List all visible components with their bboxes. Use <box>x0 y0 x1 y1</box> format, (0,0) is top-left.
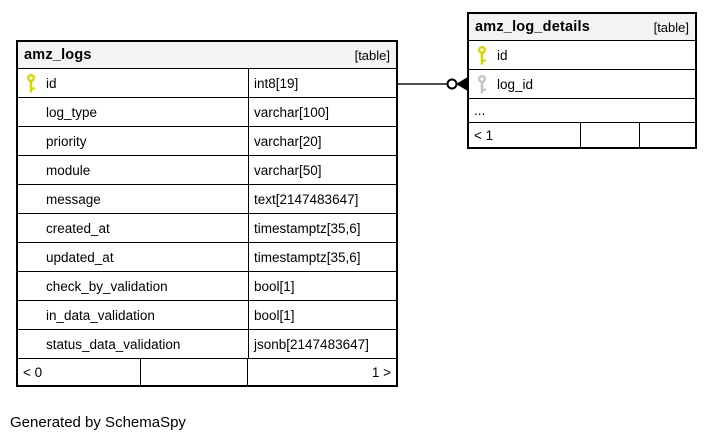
table-amz_log_details: amz_log_details [table] id log_id... < 1 <box>467 12 697 149</box>
column-name-cell: priority <box>18 127 248 155</box>
column-row-log_type[interactable]: log_type varchar[100] <box>18 98 396 127</box>
column-type: timestamptz[35,6] <box>248 243 396 271</box>
column-row-module[interactable]: module varchar[50] <box>18 156 396 185</box>
column-name: priority <box>46 133 87 149</box>
crows-foot-icon <box>456 77 467 91</box>
column-name: check_by_validation <box>46 278 168 294</box>
column-name-cell: updated_at <box>18 243 248 271</box>
footer-right-cell <box>639 123 695 147</box>
column-name-cell: id <box>469 41 695 69</box>
column-name: status_data_validation <box>46 336 181 352</box>
generator-note: Generated by SchemaSpy <box>10 414 186 431</box>
column-type: varchar[20] <box>248 127 396 155</box>
column-type: bool[1] <box>248 272 396 300</box>
column-row-in_data_validation[interactable]: in_data_validation bool[1] <box>18 301 396 330</box>
column-name: id <box>46 75 57 91</box>
column-type: jsonb[2147483647] <box>248 330 396 358</box>
column-name: log_type <box>46 104 98 120</box>
column-name: message <box>46 191 101 207</box>
column-row-updated_at[interactable]: updated_at timestamptz[35,6] <box>18 243 396 272</box>
column-name-cell: check_by_validation <box>18 272 248 300</box>
column-name-cell: created_at <box>18 214 248 242</box>
column-name-cell: in_data_validation <box>18 301 248 329</box>
table-name: amz_log_details <box>475 19 591 35</box>
table-footer-amz_logs: < 0 1 > <box>18 359 396 385</box>
column-row-id[interactable]: id <box>469 41 695 70</box>
column-name-cell: ... <box>469 99 695 122</box>
table-header-amz_log_details[interactable]: amz_log_details [table] <box>469 14 695 41</box>
column-name-cell: id <box>18 69 248 97</box>
column-row-status_data_validation[interactable]: status_data_validation jsonb[2147483647] <box>18 330 396 359</box>
column-type: varchar[50] <box>248 156 396 184</box>
column-name: created_at <box>46 220 110 236</box>
footer-middle-cell <box>140 359 247 385</box>
column-name-cell: log_id <box>469 70 695 98</box>
column-name-cell: message <box>18 185 248 213</box>
table-footer-amz_log_details: < 1 <box>469 123 695 147</box>
footer-parents-count: 1 > <box>247 359 396 385</box>
column-name-cell: log_type <box>18 98 248 126</box>
foreign-key-icon <box>478 74 486 93</box>
column-type: timestamptz[35,6] <box>248 214 396 242</box>
column-type: bool[1] <box>248 301 396 329</box>
primary-key-icon <box>27 73 35 92</box>
table-name: amz_logs <box>24 47 92 63</box>
footer-children-count: < 0 <box>23 364 43 380</box>
column-name: in_data_validation <box>46 307 155 323</box>
column-name-cell: module <box>18 156 248 184</box>
column-type: varchar[100] <box>248 98 396 126</box>
column-row-message[interactable]: message text[2147483647] <box>18 185 396 214</box>
footer-children-count: < 1 <box>474 127 494 143</box>
table-badge: [table] <box>653 19 689 35</box>
column-type: int8[19] <box>248 69 396 97</box>
column-name: module <box>46 162 91 178</box>
column-name: id <box>497 47 508 63</box>
column-row-priority[interactable]: priority varchar[20] <box>18 127 396 156</box>
column-list-amz_logs: id int8[19] log_type varchar[100] priority va… <box>18 69 396 359</box>
zero-circle-marker-icon <box>446 78 458 90</box>
column-name: log_id <box>497 76 534 92</box>
column-row-log_id[interactable]: log_id <box>469 70 695 99</box>
table-header-amz_logs[interactable]: amz_logs [table] <box>18 42 396 69</box>
ellipsis-row[interactable]: ... <box>469 99 695 123</box>
column-list-amz_log_details: id log_id... <box>469 41 695 123</box>
column-row-check_by_validation[interactable]: check_by_validation bool[1] <box>18 272 396 301</box>
column-name: ... <box>474 103 486 118</box>
column-name-cell: status_data_validation <box>18 330 248 358</box>
primary-key-icon-slot <box>26 73 36 93</box>
footer-middle-cell <box>580 123 639 147</box>
primary-key-icon <box>478 45 486 64</box>
column-row-created_at[interactable]: created_at timestamptz[35,6] <box>18 214 396 243</box>
primary-key-icon-slot <box>477 45 487 65</box>
column-name: updated_at <box>46 249 114 265</box>
column-row-id[interactable]: id int8[19] <box>18 69 396 98</box>
table-badge: [table] <box>354 47 390 63</box>
column-type: text[2147483647] <box>248 185 396 213</box>
foreign-key-icon-slot <box>477 74 487 94</box>
